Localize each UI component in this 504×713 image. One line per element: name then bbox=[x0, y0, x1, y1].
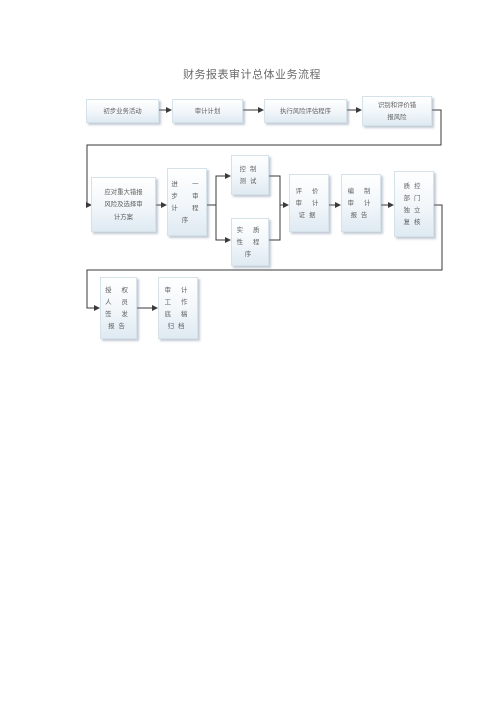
node-label: 执行风险评估程序 bbox=[279, 106, 332, 115]
merge-n8 bbox=[269, 205, 281, 241]
node-label: 实 质 性 程 序 bbox=[236, 225, 264, 259]
node-respond-risks: 应对重大错报 风险及选择审 计方案 bbox=[91, 177, 156, 232]
node-prepare-report: 编 制 审 计 报告 bbox=[341, 174, 381, 232]
node-label: 识别和评价错 报风险 bbox=[377, 100, 417, 121]
node-preliminary-activities: 初步业务活动 bbox=[86, 99, 159, 123]
node-label: 初步业务活动 bbox=[103, 106, 142, 115]
node-risk-assessment: 执行风险评估程序 bbox=[264, 99, 347, 123]
arrow-n6-n7 bbox=[215, 173, 231, 205]
node-label: 应对重大错报 风险及选择审 计方案 bbox=[104, 188, 143, 221]
node-archive-workpapers: 审 计 工 作 底 稿 归档 bbox=[158, 277, 198, 339]
node-label: 审计计划 bbox=[194, 106, 221, 115]
node-further-procedures: 进 一 步 审 计 程 序 bbox=[167, 168, 207, 236]
arrow-n4-n5 bbox=[86, 109, 442, 208]
node-audit-plan: 审计计划 bbox=[172, 99, 243, 123]
node-label: 编 制 审 计 报告 bbox=[347, 186, 375, 220]
node-label: 审 计 工 作 底 稿 归档 bbox=[164, 285, 192, 331]
node-sign-report: 授 权 人 员 签 发 报告 bbox=[100, 277, 137, 339]
node-substantive-procedures: 实 质 性 程 序 bbox=[231, 218, 269, 266]
node-quality-review: 质控 部门 独立 复核 bbox=[394, 171, 434, 237]
node-label: 评 价 审 计 证据 bbox=[295, 186, 323, 220]
arrow-n11-n12 bbox=[86, 204, 443, 311]
node-control-testing: 控制 测试 bbox=[231, 155, 269, 195]
node-label: 质控 部门 独立 复核 bbox=[403, 181, 425, 227]
merge-n7 bbox=[269, 175, 281, 205]
node-identify-risks: 识别和评价错 报风险 bbox=[362, 96, 432, 126]
node-label: 授 权 人 员 签 发 报告 bbox=[105, 285, 132, 331]
node-evaluate-evidence: 评 价 审 计 证据 bbox=[289, 174, 329, 232]
node-label: 进 一 步 审 计 程 序 bbox=[171, 179, 203, 225]
node-label: 控制 测试 bbox=[239, 164, 261, 185]
page-title: 财务报表审计总体业务流程 bbox=[183, 68, 321, 81]
arrow-n6-n8 bbox=[215, 205, 231, 243]
